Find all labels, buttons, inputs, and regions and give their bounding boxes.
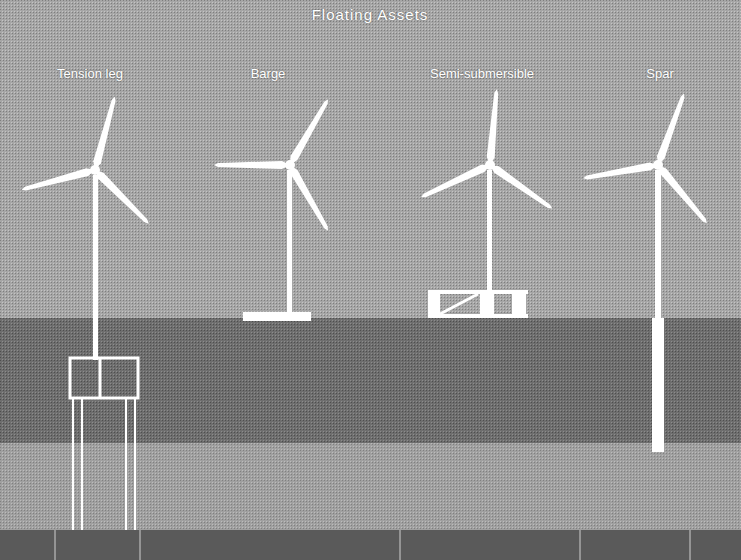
- platform-type-label: Spar: [646, 66, 673, 81]
- sea-surface-band: [0, 318, 741, 443]
- platform-type-label: Tension leg: [57, 66, 123, 81]
- seabed-lines: [55, 530, 690, 560]
- platform-type-label: Semi-submersible: [430, 66, 534, 81]
- seabed: [0, 530, 741, 560]
- platform-type-label: Barge: [251, 66, 286, 81]
- deep-water: [0, 443, 741, 533]
- spar-turbine: [582, 92, 709, 452]
- tension-leg-turbine: [21, 96, 152, 530]
- diagram-title: Floating Assets: [312, 6, 429, 23]
- semi-submersible-turbine: [419, 89, 554, 318]
- sky: [0, 0, 741, 320]
- barge-turbine: [214, 97, 331, 321]
